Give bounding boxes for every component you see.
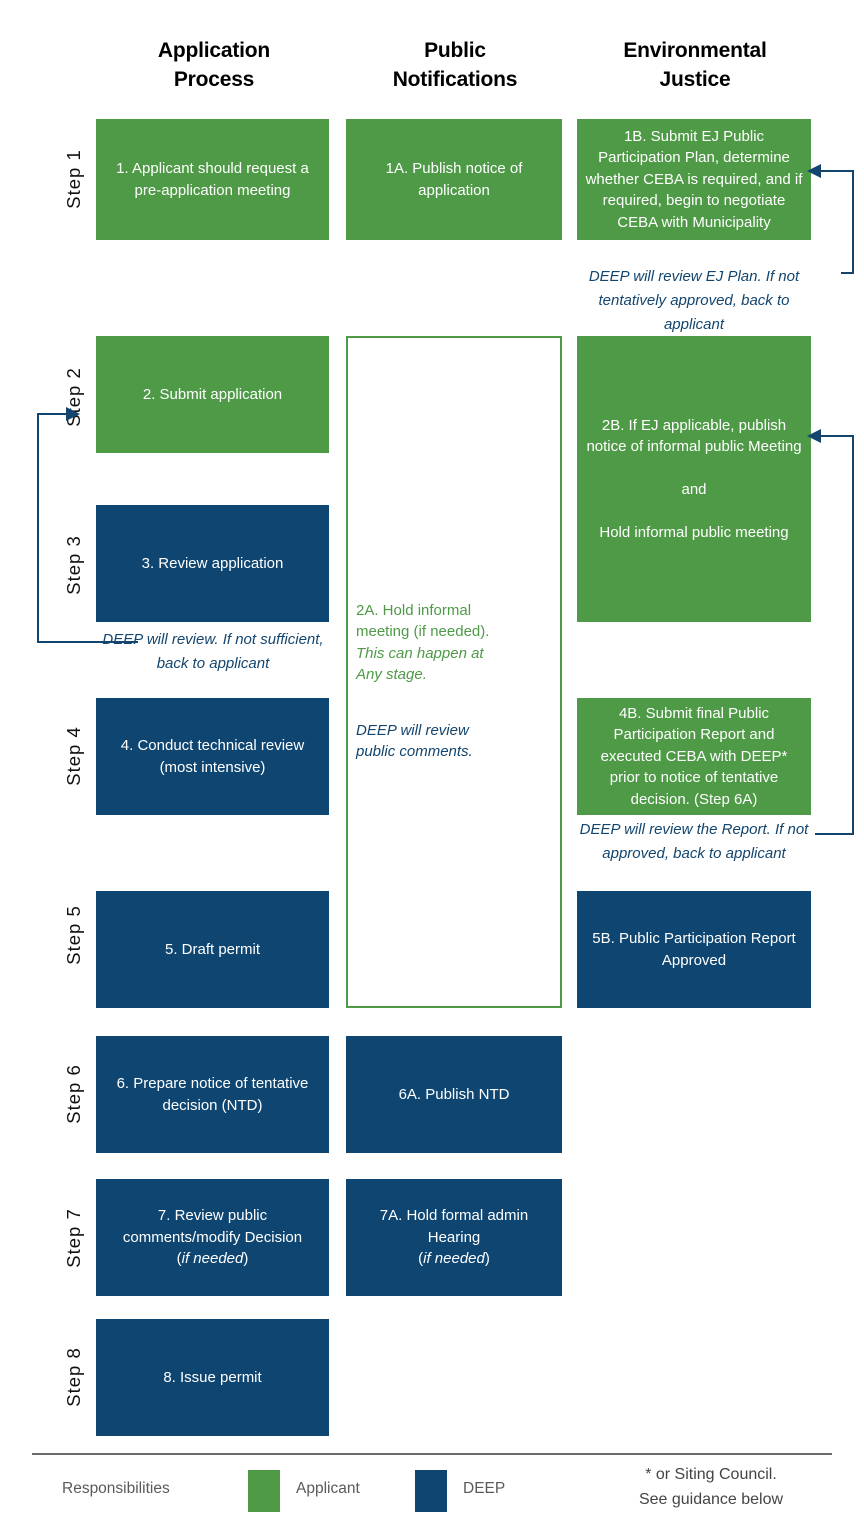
box-step2a-line2: meeting (if needed). — [356, 623, 490, 640]
legend-label-deep: DEEP — [463, 1480, 506, 1497]
legend-title: Responsibilities — [62, 1480, 170, 1497]
box-step7-if-needed: (if needed) — [176, 1250, 249, 1268]
step-label-4: Step 4 — [63, 726, 84, 786]
box-step7-review-public-comments[interactable]: 7. Review public comments/modify Decisio… — [96, 1179, 329, 1296]
box-step2a-line3: This can happen at — [356, 644, 484, 662]
column-header-public-notifications: Public Notifications — [346, 36, 564, 94]
step-label-8: Step 8 — [63, 1347, 84, 1407]
box-step2b-publish-informal-meeting[interactable]: 2B. If EJ applicable, publish notice of … — [577, 336, 811, 622]
box-step2a-informal-meeting[interactable]: 2A. Hold informal meeting (if needed). T… — [346, 336, 562, 1008]
column-header-environmental-justice: Environmental Justice — [577, 36, 813, 94]
box-step7a-formal-hearing[interactable]: 7A. Hold formal admin Hearing (if needed… — [346, 1179, 562, 1296]
legend-swatch-deep — [415, 1470, 447, 1512]
box-step4-technical-review[interactable]: 4. Conduct technical review (most intens… — [96, 698, 329, 815]
column-header-application-process: Application Process — [96, 36, 332, 94]
legend-label-applicant: Applicant — [296, 1480, 360, 1497]
feedback-arrow-application-review — [37, 407, 138, 643]
box-step4b-final-participation-report[interactable]: 4B. Submit final Public Participation Re… — [577, 698, 811, 815]
box-step7a-main: 7A. Hold formal admin Hearing — [379, 1207, 529, 1246]
column-header-line2: Process — [173, 68, 255, 91]
box-step5-draft-permit[interactable]: 5. Draft permit — [96, 891, 329, 1008]
column-header-line1: Environmental — [623, 39, 767, 62]
step-label-7: Step 7 — [63, 1208, 84, 1268]
box-step6-prepare-ntd[interactable]: 6. Prepare notice of tentative decision … — [96, 1036, 329, 1153]
legend-swatch-applicant — [248, 1470, 280, 1512]
note-report-review: DEEP will review the Report. If not appr… — [579, 821, 809, 862]
box-step2a-line1: 2A. Hold informal — [356, 601, 472, 619]
column-header-line2: Notifications — [392, 68, 518, 91]
box-step1-applicant-meeting[interactable]: 1. Applicant should request a pre-applic… — [96, 119, 329, 240]
box-step7a-if-needed: (if needed) — [418, 1250, 490, 1268]
legend-footnote: * or Siting Council. See guidance below — [588, 1462, 834, 1512]
step-label-5: Step 5 — [63, 905, 84, 965]
feedback-arrow-ej-plan — [807, 164, 854, 274]
column-header-line1: Public — [424, 39, 486, 62]
box-step2-submit-application[interactable]: 2. Submit application — [96, 336, 329, 453]
box-step1b-ej-participation-plan[interactable]: 1B. Submit EJ Public Participation Plan,… — [577, 119, 811, 240]
legend-footnote-line2: See guidance below — [638, 1491, 784, 1508]
box-step7-main: 7. Review public comments/modify Decisio… — [122, 1207, 303, 1246]
column-header-line1: Application — [157, 39, 271, 62]
box-step2a-line4: Any stage. — [356, 666, 427, 683]
step-label-1: Step 1 — [63, 149, 84, 209]
box-step2a-note-line1: DEEP will review — [356, 721, 469, 739]
feedback-arrow-report-review — [807, 429, 854, 835]
legend-footnote-line1: * or Siting Council. — [645, 1466, 777, 1483]
box-step1a-publish-notice[interactable]: 1A. Publish notice of application — [346, 119, 562, 240]
box-step8-issue-permit[interactable]: 8. Issue permit — [96, 1319, 329, 1436]
legend-divider — [32, 1453, 832, 1455]
box-step3-review-application[interactable]: 3. Review application — [96, 505, 329, 622]
box-step5b-report-approved[interactable]: 5B. Public Participation Report Approved — [577, 891, 811, 1008]
box-step2a-note-line2: public comments. — [356, 743, 473, 760]
column-header-line2: Justice — [659, 68, 731, 91]
note-ej-plan-review: DEEP will review EJ Plan. If not tentati… — [588, 268, 800, 333]
box-step6a-publish-ntd[interactable]: 6A. Publish NTD — [346, 1036, 562, 1153]
step-label-6: Step 6 — [63, 1064, 84, 1124]
note-application-review: DEEP will review. If not sufficient, bac… — [102, 631, 324, 672]
